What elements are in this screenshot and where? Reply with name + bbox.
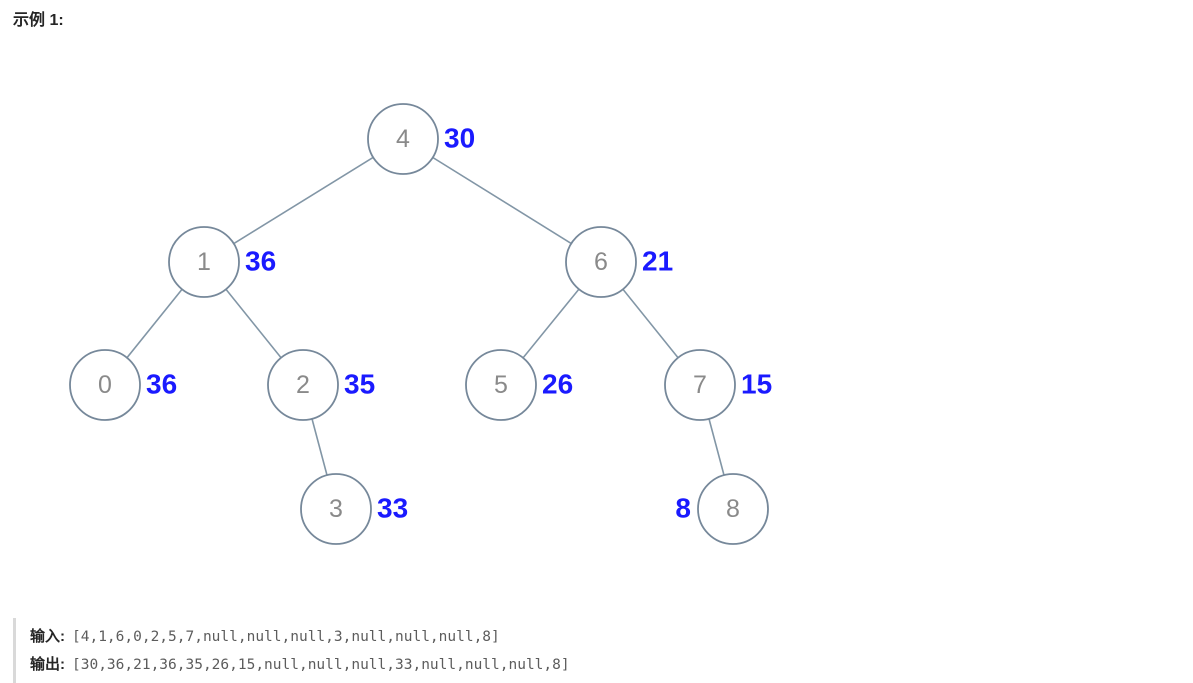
output-line: 输出: [30,36,21,36,35,26,15,null,null,null,… [30,651,1173,679]
output-label: 输出: [30,656,65,673]
tree-node-sum-label: 26 [542,369,573,400]
tree-node-sum-label: 36 [146,369,177,400]
tree-node-circle [465,349,537,421]
tree-node-circle [300,473,372,545]
tree-node-sum-label: 36 [245,246,276,277]
tree-node-circle [168,226,240,298]
tree-node-value: 5 [494,371,508,399]
tree-node-sum-label: 33 [377,493,408,524]
code-block: 输入: [4,1,6,0,2,5,7,null,null,null,3,null,… [13,618,1173,683]
tree-node-value: 8 [726,495,740,523]
tree-node-circle [367,103,439,175]
input-value: [4,1,6,0,2,5,7,null,null,null,3,null,nul… [72,629,500,645]
tree-node-sum-label: 21 [642,246,673,277]
tree-node-value: 0 [98,371,112,399]
tree-node-circle [565,226,637,298]
tree-node-sum-label: 35 [344,369,375,400]
tree-node-sum-label: 15 [741,369,772,400]
tree-edge [402,138,602,263]
tree-node-circle [697,473,769,545]
tree-node-value: 7 [693,371,707,399]
tree-node-value: 6 [594,248,608,276]
tree-node-value: 3 [329,495,343,523]
tree-node-sum-label: 30 [444,123,475,154]
example-heading: 示例 1: [13,12,64,29]
tree-node-circle [664,349,736,421]
output-value: [30,36,21,36,35,26,15,null,null,null,33,… [72,657,570,673]
tree-node-value: 4 [396,125,410,153]
tree-node-sum-label: 8 [675,493,691,524]
input-label: 输入: [30,628,65,645]
tree-node-value: 1 [197,248,211,276]
tree-node-circle [267,349,339,421]
input-line: 输入: [4,1,6,0,2,5,7,null,null,null,3,null,… [30,623,1173,651]
tree-node-value: 2 [296,371,310,399]
tree-edge [203,138,404,263]
tree-node-circle [69,349,141,421]
